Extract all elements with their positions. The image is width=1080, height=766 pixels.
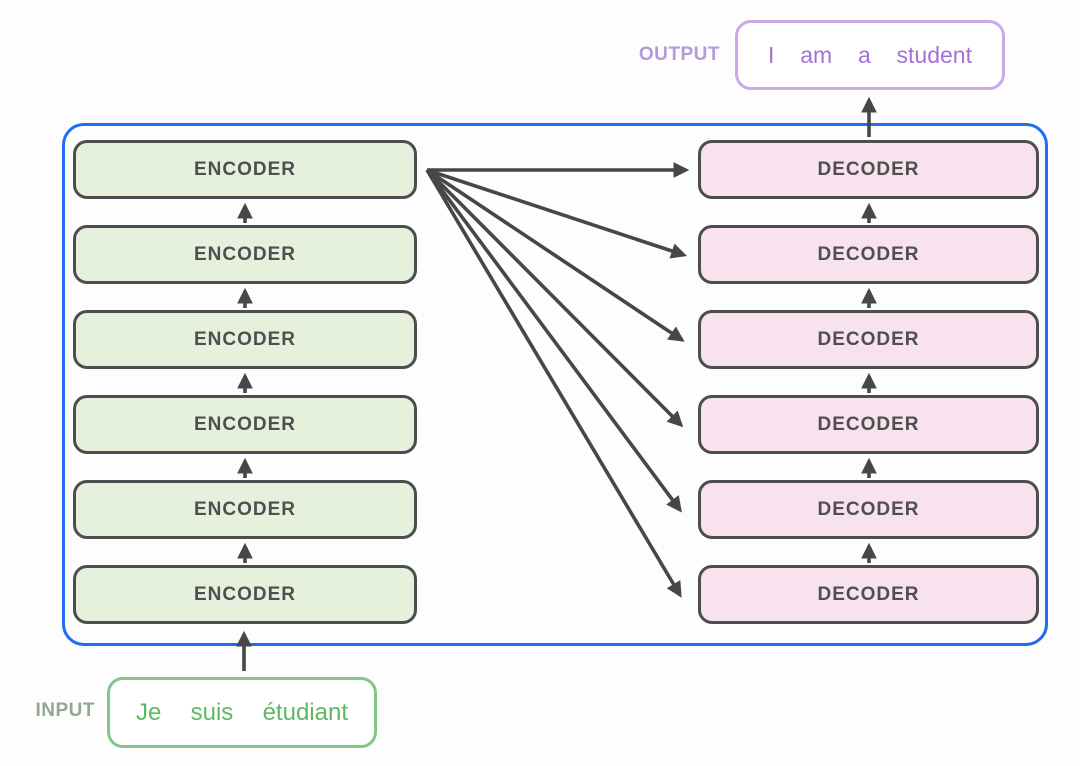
output-label: OUTPUT: [638, 44, 720, 65]
encoder-block-4: ENCODER: [73, 395, 417, 454]
encoder-block-3: ENCODER: [73, 310, 417, 369]
encoder-decoder-container: [62, 123, 1048, 646]
decoder-block-6: DECODER: [698, 565, 1039, 624]
decoder-block-5: DECODER: [698, 480, 1039, 539]
encoder-block-2: ENCODER: [73, 225, 417, 284]
input-word: suis: [190, 698, 234, 726]
decoder-block-4: DECODER: [698, 395, 1039, 454]
output-word: I: [768, 41, 775, 68]
decoder-block-2: DECODER: [698, 225, 1039, 284]
decoder-block-3: DECODER: [698, 310, 1039, 369]
encoder-block-5: ENCODER: [73, 480, 417, 539]
input-word: étudiant: [262, 698, 348, 726]
output-word: a: [857, 41, 871, 68]
decoder-block-1: DECODER: [698, 140, 1039, 199]
output-sentence-box: I am a student: [735, 20, 1005, 90]
input-word: Je: [136, 698, 162, 726]
input-label: INPUT: [35, 700, 95, 721]
encoder-block-1: ENCODER: [73, 140, 417, 199]
output-word: student: [896, 41, 972, 68]
input-sentence-box: Je suis étudiant: [107, 677, 377, 748]
output-word: am: [800, 41, 833, 68]
encoder-block-6: ENCODER: [73, 565, 417, 624]
